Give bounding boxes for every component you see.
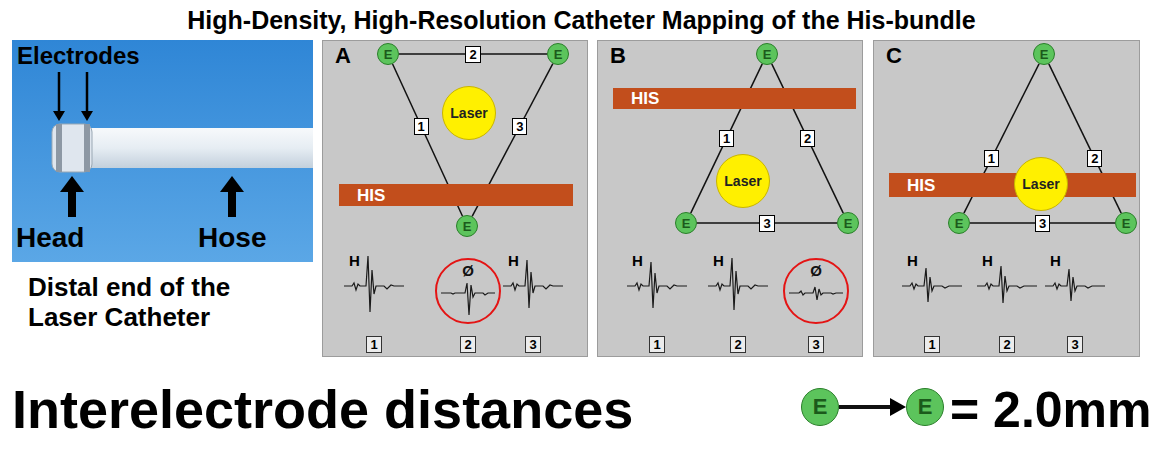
node-text: E <box>955 217 964 230</box>
channel-box: 1 <box>366 336 382 353</box>
node-text: E <box>813 396 828 418</box>
signal-ring: Ø <box>783 258 849 324</box>
node-text: E <box>844 217 853 230</box>
channel-box: 3 <box>808 336 824 353</box>
node-text: 2 <box>734 338 741 351</box>
node-text: Laser <box>724 174 761 188</box>
channel-number: 1 <box>984 150 999 167</box>
electrode-circle: E <box>1033 43 1055 65</box>
electrode-circle: E <box>837 212 859 234</box>
node-text: Laser <box>1022 177 1059 191</box>
signal-ring: Ø <box>435 258 501 324</box>
channel-box: 1 <box>649 336 665 353</box>
his-band: HIS <box>339 184 573 206</box>
laser-spot: Laser <box>716 154 770 208</box>
node-text: HIS <box>357 187 385 204</box>
channel-number: 2 <box>800 130 815 147</box>
node-text: E <box>918 396 933 418</box>
diagram-title: High-Density, High-Resolution Catheter M… <box>0 6 1163 35</box>
node-text: E <box>554 48 563 61</box>
electrode-circle: E <box>547 43 569 65</box>
dimension-value: = 2.0mm <box>950 385 1152 435</box>
electrode-circle: E <box>377 43 399 65</box>
part-label: Hose <box>198 222 266 254</box>
node-text: B <box>610 44 626 68</box>
connector-line <box>839 405 892 409</box>
node-text: 1 <box>928 338 935 351</box>
electrode-circle: E <box>1115 212 1137 234</box>
electrode-circle: E <box>948 212 970 234</box>
signal-label: H <box>632 252 643 269</box>
channel-box: 2 <box>730 336 746 353</box>
signal-label: H <box>349 252 360 269</box>
his-band: HIS <box>889 173 1136 197</box>
connector-layer <box>874 41 1139 356</box>
node-text: 1 <box>653 338 660 351</box>
node-text: 3 <box>529 338 536 351</box>
channel-box: 2 <box>999 336 1015 353</box>
node-text: 2 <box>464 338 471 351</box>
arrow-head <box>890 398 906 416</box>
channel-number: 3 <box>759 215 774 232</box>
channel-number: 1 <box>719 130 734 147</box>
panel-box: A E E LaserHIS E Ø 1 2 3 2 1 3 <box>322 40 588 357</box>
figure-note: Distal end of the Laser Catheter <box>28 272 278 332</box>
laser-spot: Laser <box>442 86 496 140</box>
channel-box: 2 <box>460 336 476 353</box>
channel-box: 3 <box>525 336 541 353</box>
node-text: 3 <box>812 338 819 351</box>
his-band: HIS <box>613 88 856 109</box>
electrode-circle: E <box>756 43 778 65</box>
electrode-circle: E <box>906 388 944 426</box>
dimension-label: Interelectrode distances <box>12 382 782 436</box>
node-text: E <box>1122 217 1131 230</box>
node-text: Laser <box>450 106 487 120</box>
node-text: HIS <box>631 90 659 107</box>
node-text: C <box>886 44 902 68</box>
node-text: A <box>335 44 351 68</box>
channel-number: 3 <box>1035 215 1050 232</box>
node-text: E <box>1040 48 1049 61</box>
node-text: E <box>384 48 393 61</box>
node-text: E <box>682 217 691 230</box>
node-text: HIS <box>907 177 935 194</box>
node-text: Ø <box>462 263 474 278</box>
signal-label: H <box>508 252 519 269</box>
panel-box: BEHISLaserEEØ123123 <box>597 40 863 357</box>
electrode-circle: E <box>675 212 697 234</box>
signal-traces <box>874 41 1139 356</box>
channel-number: 1 <box>414 118 429 135</box>
signal-label: H <box>713 252 724 269</box>
node-text: Ø <box>810 263 822 278</box>
channel-number: 2 <box>465 46 480 63</box>
electrode-circle: E <box>456 215 478 237</box>
node-text: 1 <box>370 338 377 351</box>
channel-box: 3 <box>1067 336 1083 353</box>
channel-number: 3 <box>512 118 527 135</box>
node-text: E <box>463 220 472 233</box>
signal-label: H <box>1050 252 1061 269</box>
laser-spot: Laser <box>1014 157 1068 211</box>
node-text: E <box>763 48 772 61</box>
signal-label: H <box>907 252 918 269</box>
signal-label: H <box>982 252 993 269</box>
node-text: 3 <box>1071 338 1078 351</box>
channel-number: 2 <box>1087 150 1102 167</box>
part-label: Head <box>16 222 84 254</box>
connector-line <box>772 64 843 213</box>
part-label: Electrodes <box>17 42 140 70</box>
electrode-circle: E <box>801 388 839 426</box>
panel-box: CEHISLaserEE123123 <box>873 40 1140 357</box>
node-text: 2 <box>1003 338 1010 351</box>
channel-box: 1 <box>924 336 940 353</box>
